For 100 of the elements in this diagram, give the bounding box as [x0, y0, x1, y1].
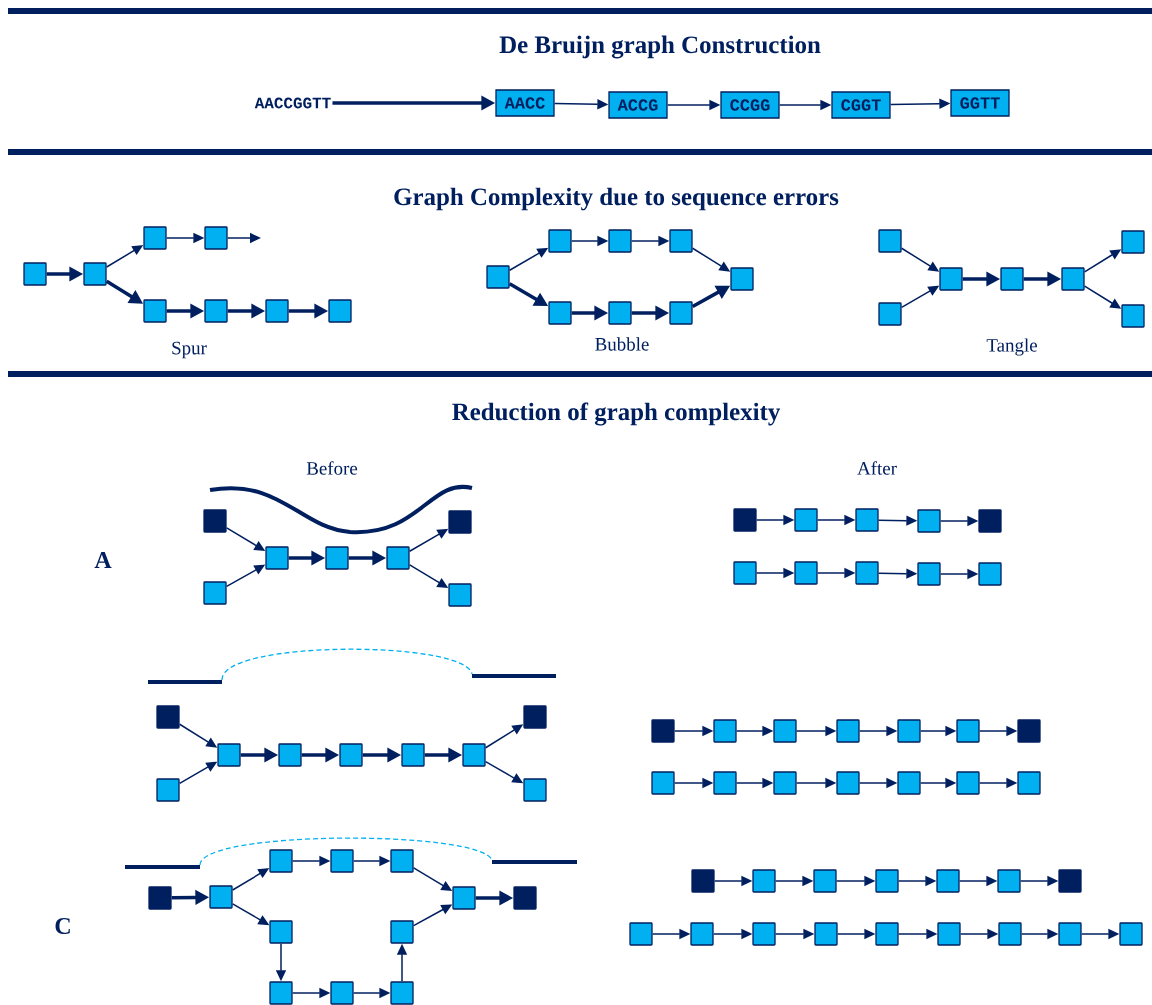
node-square: [1119, 922, 1143, 946]
node-square: [897, 771, 921, 795]
node-square: [608, 229, 632, 253]
node-square: [269, 920, 293, 944]
node-square: [651, 719, 675, 743]
node-square: [669, 229, 693, 253]
panel-letter: A: [94, 552, 112, 568]
node-square: [269, 849, 293, 873]
node-square: [486, 265, 510, 289]
node-square: [629, 922, 653, 946]
node-square: [713, 771, 737, 795]
node-square: [956, 771, 980, 795]
node-square: [691, 869, 715, 893]
node-square: [978, 562, 1002, 586]
node-square: [1000, 267, 1024, 291]
node-square: [917, 509, 941, 533]
kmer-box: ACCG: [608, 91, 668, 119]
node-square: [855, 508, 879, 532]
node-square: [939, 267, 963, 291]
caption-text: After: [857, 461, 897, 475]
node-square: [936, 869, 960, 893]
node-square: [203, 509, 227, 533]
node-square: [448, 583, 472, 607]
node-square: [143, 226, 167, 250]
node-square: [390, 849, 414, 873]
node-square: [733, 561, 757, 585]
node-square: [608, 301, 632, 325]
node-square: [836, 719, 860, 743]
node-square: [209, 885, 233, 909]
node-square: [773, 719, 797, 743]
node-square: [330, 981, 354, 1005]
node-square: [386, 546, 410, 570]
kmer-box: CGGT: [831, 91, 891, 119]
node-square: [878, 302, 902, 326]
node-square: [651, 771, 675, 795]
node-square: [1121, 230, 1145, 254]
section-heading: Graph Complexity due to sequence errors: [394, 187, 839, 211]
node-square: [339, 743, 363, 767]
caption-text: Spur: [172, 341, 207, 359]
kmer-box: CCGG: [720, 91, 780, 119]
node-square: [23, 262, 47, 286]
node-square: [690, 922, 714, 946]
node-square: [997, 869, 1021, 893]
caption-text: Before: [306, 461, 358, 475]
node-square: [752, 922, 776, 946]
node-square: [813, 869, 837, 893]
node-square: [978, 509, 1002, 533]
node-square: [452, 886, 476, 910]
node-square: [1058, 869, 1082, 893]
node-square: [390, 920, 414, 944]
node-square: [265, 546, 289, 570]
kmer-box: AACC: [495, 89, 555, 117]
node-square: [204, 299, 228, 323]
node-square: [156, 778, 180, 802]
node-square: [523, 705, 547, 729]
caption-text: Tangle: [986, 338, 1037, 356]
node-square: [265, 299, 289, 323]
kmer-box: GGTT: [950, 89, 1010, 117]
caption-text: Bubble: [595, 337, 649, 351]
section-heading: Reduction of graph complexity: [452, 402, 781, 426]
node-square: [713, 719, 737, 743]
node-square: [523, 778, 547, 802]
node-square: [730, 267, 754, 291]
section-heading: De Bruijn graph Construction: [499, 35, 821, 59]
node-square: [878, 229, 902, 253]
node-square: [1017, 719, 1041, 743]
node-square: [1061, 267, 1085, 291]
node-square: [548, 229, 572, 253]
node-square: [269, 981, 293, 1005]
node-square: [937, 922, 961, 946]
node-square: [448, 510, 472, 534]
node-square: [156, 705, 180, 729]
node-square: [752, 869, 776, 893]
node-square: [401, 743, 425, 767]
node-square: [814, 922, 838, 946]
node-square: [548, 301, 572, 325]
node-square: [1017, 771, 1041, 795]
node-square: [897, 719, 921, 743]
node-square: [148, 886, 172, 910]
node-square: [855, 561, 879, 585]
node-square: [462, 743, 486, 767]
node-square: [328, 299, 352, 323]
panel-letter: C: [55, 917, 70, 935]
node-square: [794, 561, 818, 585]
node-square: [733, 508, 757, 532]
node-square: [83, 262, 107, 286]
node-square: [794, 508, 818, 532]
node-square: [956, 719, 980, 743]
node-square: [278, 743, 302, 767]
node-square: [143, 299, 167, 323]
node-square: [669, 301, 693, 325]
node-square: [1058, 922, 1082, 946]
node-square: [836, 771, 860, 795]
node-square: [773, 771, 797, 795]
node-square: [390, 981, 414, 1005]
node-square: [875, 869, 899, 893]
node-square: [325, 546, 349, 570]
node-square: [875, 922, 899, 946]
node-square: [203, 581, 227, 605]
node-square: [330, 849, 354, 873]
